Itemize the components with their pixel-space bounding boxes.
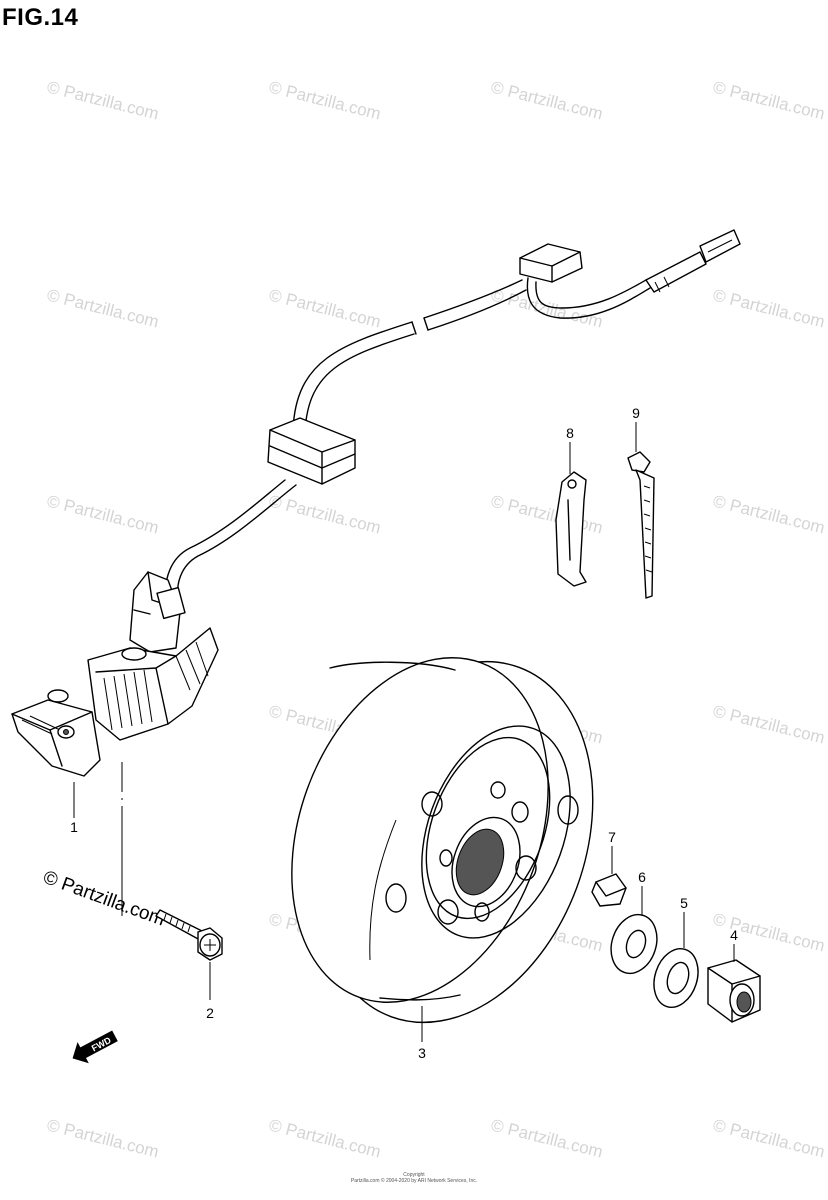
- part-label-2: 2: [206, 1005, 214, 1021]
- watermark-text: © Partzilla.com: [489, 77, 605, 123]
- flywheel-part-3: [291, 657, 594, 1024]
- copyright-line-1: Copyright: [403, 1172, 425, 1178]
- wire-harness: [164, 229, 741, 601]
- pulser-coil-assembly: [11, 571, 219, 777]
- part-label-5: 5: [680, 895, 688, 911]
- watermark-text: © Partzilla.com: [711, 701, 827, 747]
- watermark-text: © Partzilla.com: [267, 1115, 383, 1161]
- part-label-1: 1: [70, 819, 78, 835]
- part-label-4: 4: [730, 927, 738, 943]
- part-label-9: 9: [632, 405, 640, 421]
- watermark-text: © Partzilla.com: [711, 1115, 827, 1161]
- washer-part-6: [610, 913, 658, 975]
- part-label-7: 7: [608, 829, 616, 845]
- copyright-line-2: Partzilla.com © 2004-2020 by ARI Network…: [350, 1178, 478, 1184]
- part-label-3: 3: [418, 1045, 426, 1061]
- key-part-7: [591, 873, 627, 907]
- cable-tie-part-9: [627, 451, 655, 599]
- figure-title: FIG.14: [2, 4, 79, 31]
- watermark-text: © Partzilla.com: [45, 285, 161, 331]
- part-label-8: 8: [566, 425, 574, 441]
- watermark-text: © Partzilla.com: [45, 1115, 161, 1161]
- watermark-text: © Partzilla.com: [711, 285, 827, 331]
- watermark-text: © Partzilla.com: [489, 1115, 605, 1161]
- fwd-arrow-icon: FWD: [72, 1030, 118, 1064]
- watermark-text-large: © Partzilla.com: [40, 867, 167, 931]
- leader-lines: [73, 422, 735, 1042]
- screw-part-2: [155, 909, 223, 961]
- watermark-text: © Partzilla.com: [45, 491, 161, 537]
- part-number-labels: 1 2 3 4 5 6 7 8 9: [70, 405, 738, 1061]
- clamp-part-8: [555, 471, 587, 587]
- watermark-text: © Partzilla.com: [711, 909, 827, 955]
- lock-washer-part-5: [653, 948, 699, 1008]
- watermark-text: © Partzilla.com: [489, 285, 605, 331]
- watermark-text: © Partzilla.com: [711, 77, 827, 123]
- watermark-text: © Partzilla.com: [45, 77, 161, 123]
- nut-part-4: [707, 959, 761, 1023]
- part-label-6: 6: [638, 869, 646, 885]
- watermark-text: © Partzilla.com: [267, 77, 383, 123]
- watermark-text: © Partzilla.com: [267, 491, 383, 537]
- copyright-footer: Copyright Partzilla.com © 2004-2020 by A…: [0, 1172, 828, 1184]
- watermark-text: © Partzilla.com: [267, 285, 383, 331]
- watermark-text: © Partzilla.com: [711, 491, 827, 537]
- watermark-text: © Partzilla.com: [489, 491, 605, 537]
